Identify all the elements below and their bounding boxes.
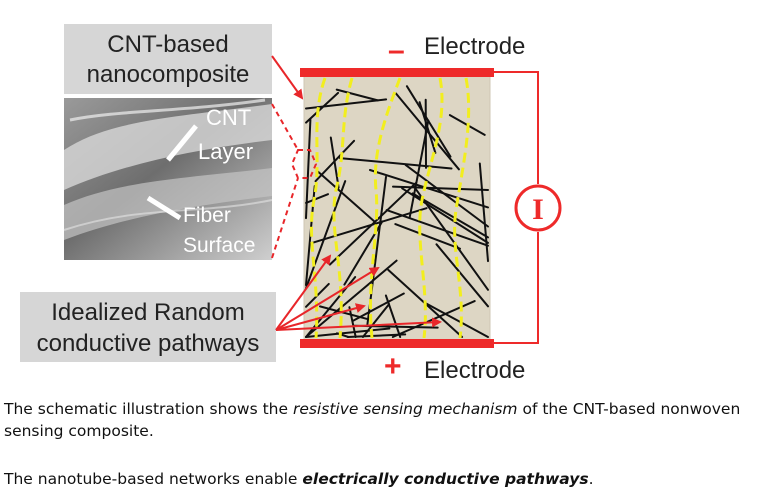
composite-label-box: CNT-based nanocomposite bbox=[64, 24, 272, 94]
pathway-4 bbox=[418, 77, 444, 339]
pathway-2 bbox=[332, 77, 354, 339]
pathway-3 bbox=[369, 77, 402, 339]
top-electrode-sign: – bbox=[388, 34, 405, 67]
caption-text: sensing composite. bbox=[4, 422, 154, 440]
caption-line-3: The nanotube-based networks enable elect… bbox=[4, 468, 594, 490]
caption-line-1: The schematic illustration shows the res… bbox=[4, 398, 740, 420]
composite-label-line1: CNT-based bbox=[107, 31, 228, 58]
fiber-label-line2: Surface bbox=[183, 234, 255, 257]
nanotube-line bbox=[404, 163, 489, 228]
fiber-indicator-line bbox=[146, 195, 182, 221]
nanotube-line bbox=[418, 101, 437, 154]
bottom-electrode bbox=[300, 339, 494, 348]
nanotube-line bbox=[305, 98, 388, 110]
nanotube-line bbox=[305, 259, 398, 338]
nanotube-line bbox=[338, 157, 453, 170]
current-symbol: I bbox=[532, 193, 544, 226]
caption-text: of the CNT-based nonwoven bbox=[517, 400, 741, 418]
ammeter bbox=[514, 184, 562, 232]
bottom-electrode-label: Electrode bbox=[424, 357, 525, 384]
pathways-label-line2: conductive pathways bbox=[37, 330, 260, 357]
nanotube-line bbox=[346, 333, 407, 338]
nanotube-line bbox=[408, 119, 430, 219]
zoom-indicator bbox=[271, 103, 318, 259]
pathway-1 bbox=[310, 77, 327, 339]
pointer-arrow-3 bbox=[275, 303, 366, 331]
fiber-label-line1: Fiber bbox=[183, 204, 231, 227]
caption-text: The schematic illustration shows the bbox=[4, 400, 293, 418]
bottom-electrode-sign: + bbox=[384, 350, 402, 383]
nanotube-line bbox=[425, 302, 489, 338]
nanotube-line bbox=[335, 88, 379, 102]
pathways-label-line1: Idealized Random bbox=[51, 299, 244, 326]
nanotube-line bbox=[401, 187, 489, 244]
caption-text: The nanotube-based networks enable bbox=[4, 470, 303, 488]
cnt-label-line2: Layer bbox=[198, 139, 253, 164]
nanotube-line bbox=[392, 185, 489, 191]
nanotube-line bbox=[309, 207, 428, 245]
cnt-network bbox=[305, 85, 489, 338]
external-circuit bbox=[490, 71, 562, 344]
nanotube-line bbox=[329, 136, 340, 189]
conductive-pathways bbox=[310, 77, 471, 339]
caption-emphasis: resistive sensing mechanism bbox=[292, 400, 518, 418]
caption-strong-emphasis: electrically conductive pathways bbox=[302, 470, 589, 488]
sem-micrograph: CNT Layer Fiber Surface bbox=[63, 98, 273, 260]
caption-line-2: sensing composite. bbox=[4, 420, 154, 442]
pathway-5 bbox=[453, 77, 471, 339]
top-electrode-label: Electrode bbox=[424, 33, 525, 60]
nanotube-line bbox=[405, 85, 452, 158]
nanotube-line bbox=[411, 192, 489, 239]
pathway-pointer-arrows bbox=[275, 254, 442, 331]
cnt-indicator-line bbox=[166, 124, 198, 162]
nanotube-line bbox=[394, 223, 461, 250]
nanotube-line bbox=[305, 91, 340, 124]
composite-callout-arrow bbox=[271, 55, 304, 100]
nanotube-line bbox=[352, 292, 405, 322]
top-electrode bbox=[300, 68, 494, 77]
nanotube-line bbox=[305, 193, 329, 204]
pathways-label-box: Idealized Random conductive pathways bbox=[20, 292, 276, 362]
nanotube-line bbox=[435, 243, 489, 308]
composite-label-line2: nanocomposite bbox=[87, 61, 250, 88]
caption-text: . bbox=[588, 470, 594, 488]
pointer-arrow-4 bbox=[275, 317, 442, 331]
nanotube-line bbox=[478, 162, 489, 263]
cnt-label-line1: CNT bbox=[206, 105, 251, 130]
nanotube-line bbox=[305, 180, 347, 290]
nanotube-line bbox=[305, 118, 312, 220]
sensing-mechanism-diagram: CNT Layer Fiber Surface CNT-based nanoco… bbox=[20, 24, 562, 384]
nanotube-line bbox=[394, 92, 460, 171]
nanotube-line bbox=[305, 327, 391, 338]
nanotube-line bbox=[316, 170, 376, 223]
pointer-arrow-1 bbox=[275, 254, 332, 331]
pointer-arrow-2 bbox=[275, 266, 380, 331]
